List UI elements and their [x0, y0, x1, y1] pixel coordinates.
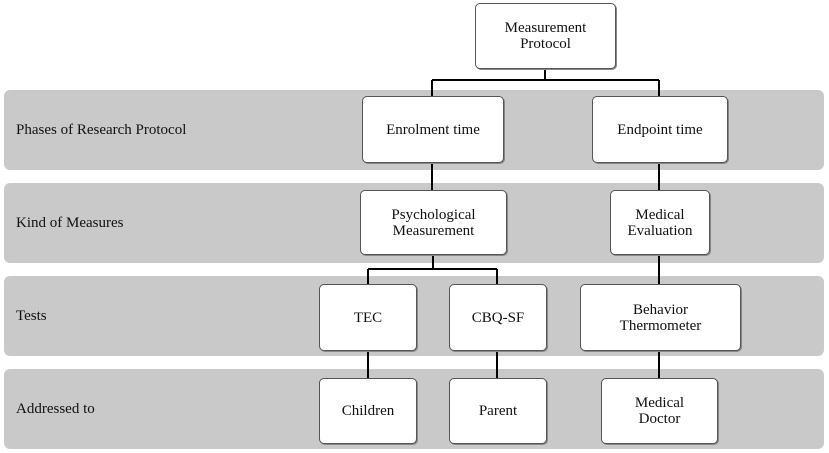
- node-tec: TEC: [319, 284, 417, 351]
- node-enrolment-time: Enrolment time: [362, 96, 504, 163]
- row-label-phases: Phases of Research Protocol: [16, 121, 187, 138]
- row-label-tests: Tests: [16, 307, 47, 324]
- node-endpoint-time: Endpoint time: [592, 96, 728, 163]
- row-label-addressed: Addressed to: [16, 400, 95, 417]
- node-cbq-sf: CBQ-SF: [449, 284, 547, 351]
- node-children: Children: [319, 378, 417, 444]
- node-behavior-thermometer: Behavior Thermometer: [580, 284, 741, 351]
- node-measurement-protocol: Measurement Protocol: [475, 3, 616, 69]
- node-parent: Parent: [449, 378, 547, 444]
- node-psychological-measurement: Psychological Measurement: [360, 190, 507, 255]
- node-medical-evaluation: Medical Evaluation: [610, 190, 710, 255]
- node-medical-doctor: Medical Doctor: [601, 378, 718, 444]
- row-label-measures: Kind of Measures: [16, 214, 124, 231]
